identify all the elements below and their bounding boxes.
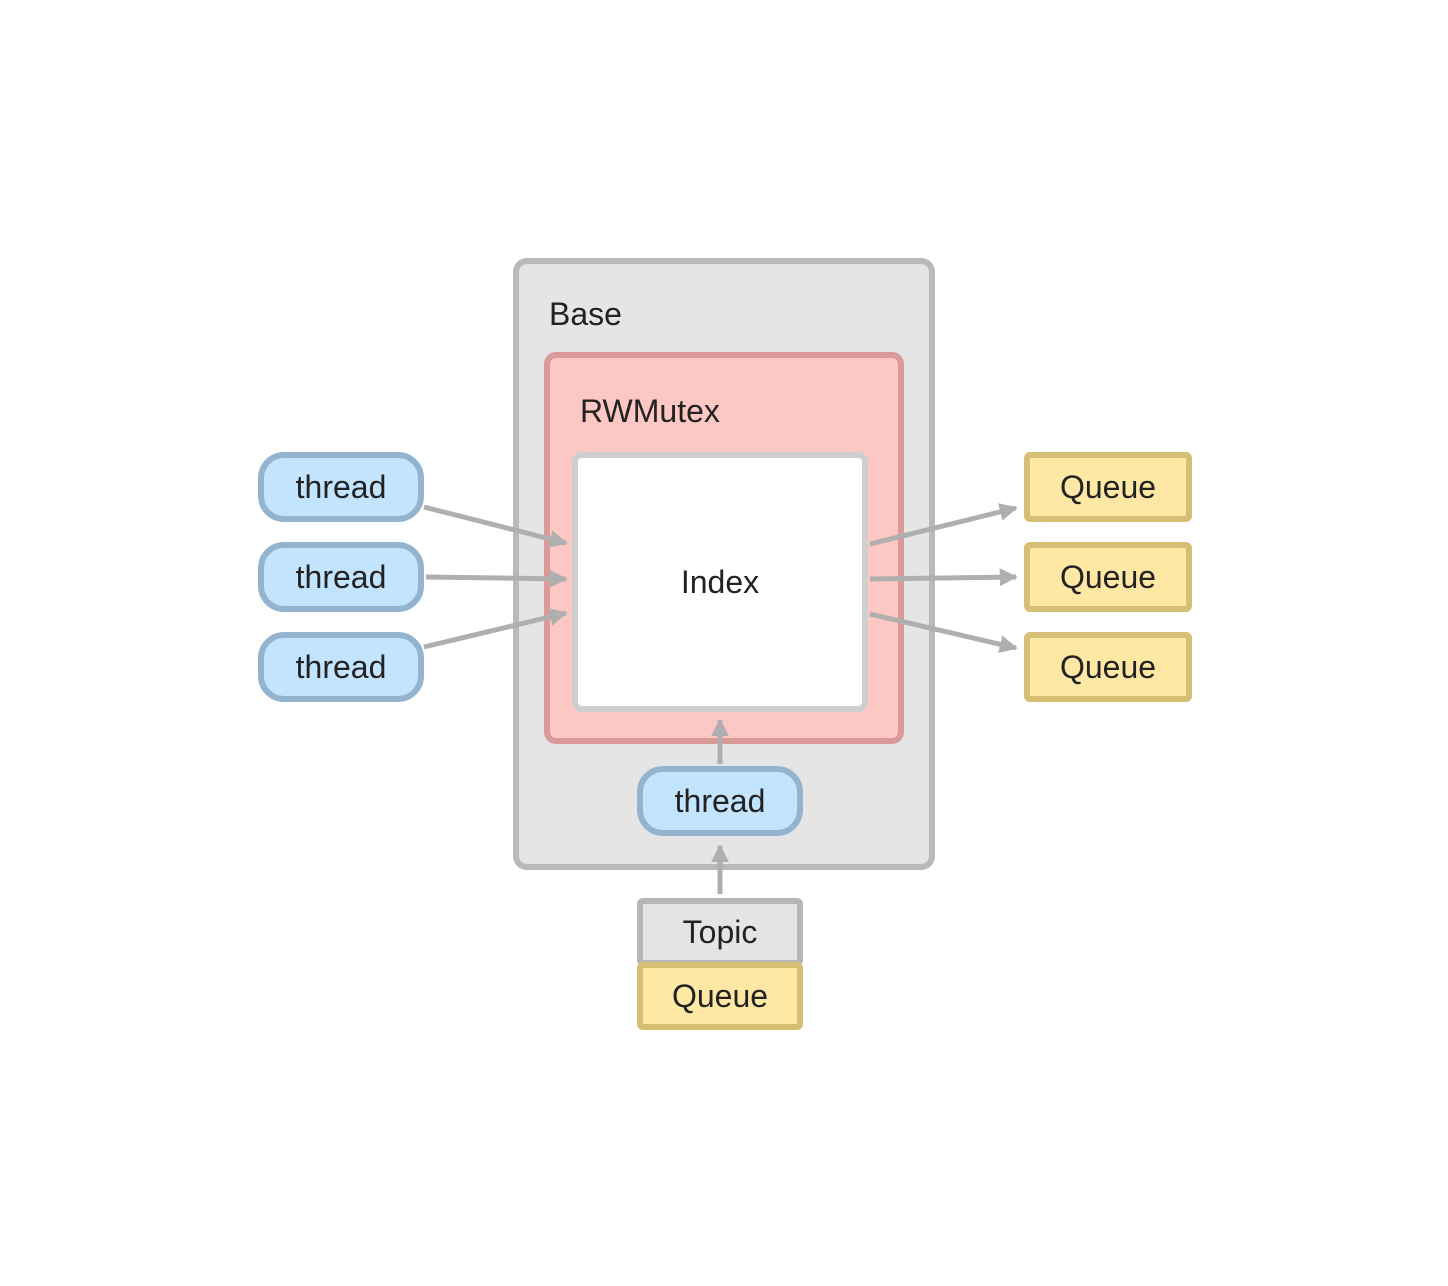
base-label: Base (549, 296, 622, 332)
thread-label: thread (674, 782, 766, 819)
thread-node: thread (637, 766, 803, 836)
arrow-index-to-queue-2 (869, 568, 1018, 587)
arrow-thread-1-to-index (423, 504, 568, 548)
index-label: Index (680, 563, 760, 600)
thread-label: thread (295, 468, 387, 505)
queue-label: Queue (1059, 558, 1157, 595)
arrow-thread-3-to-index (423, 608, 568, 650)
arrow-index-to-queue-1 (869, 503, 1018, 547)
queue-label: Queue (671, 977, 769, 1014)
queue-label: Queue (1059, 468, 1157, 505)
index-box: Index (572, 452, 868, 712)
queue-node: Queue (1024, 542, 1192, 612)
arrow-index-to-queue-3 (869, 611, 1018, 654)
queue-node: Queue (1024, 632, 1192, 702)
queue-label: Queue (1059, 648, 1157, 685)
queue-node: Queue (1024, 452, 1192, 522)
thread-node: thread (258, 452, 424, 522)
thread-node: thread (258, 632, 424, 702)
thread-node: thread (258, 542, 424, 612)
topic-node: Topic (637, 898, 803, 966)
thread-label: thread (295, 648, 387, 685)
queue-node: Queue (637, 962, 803, 1030)
topic-label: Topic (682, 913, 758, 950)
arrow-thread-2-to-index (425, 569, 568, 588)
rwmutex-label: RWMutex (580, 393, 720, 429)
thread-label: thread (295, 558, 387, 595)
